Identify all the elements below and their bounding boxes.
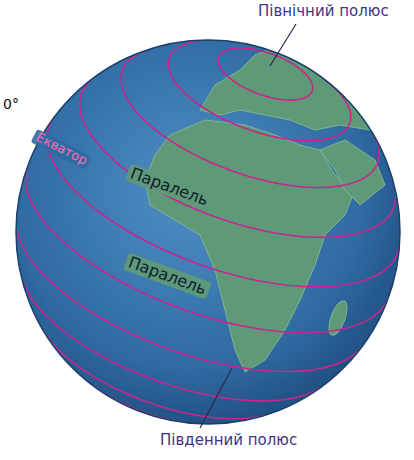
parallel-line — [47, 118, 400, 287]
parallel-line — [92, 385, 198, 424]
globe-outline — [16, 40, 400, 424]
pole-label: Південний полюс — [160, 432, 297, 449]
leader-line — [200, 368, 232, 428]
parallel-line — [121, 51, 379, 188]
globe-ocean — [16, 40, 400, 424]
pole-label: Північний полюс — [258, 3, 389, 20]
parallels — [16, 40, 399, 424]
parallel-line — [168, 40, 350, 141]
parallel-line — [16, 222, 361, 372]
land — [145, 45, 385, 372]
europe — [200, 45, 385, 130]
parallel-line — [218, 48, 313, 100]
africa — [145, 120, 355, 372]
meridian-label: 0° — [3, 96, 19, 112]
leader-line — [270, 24, 296, 66]
arabia — [320, 140, 385, 205]
